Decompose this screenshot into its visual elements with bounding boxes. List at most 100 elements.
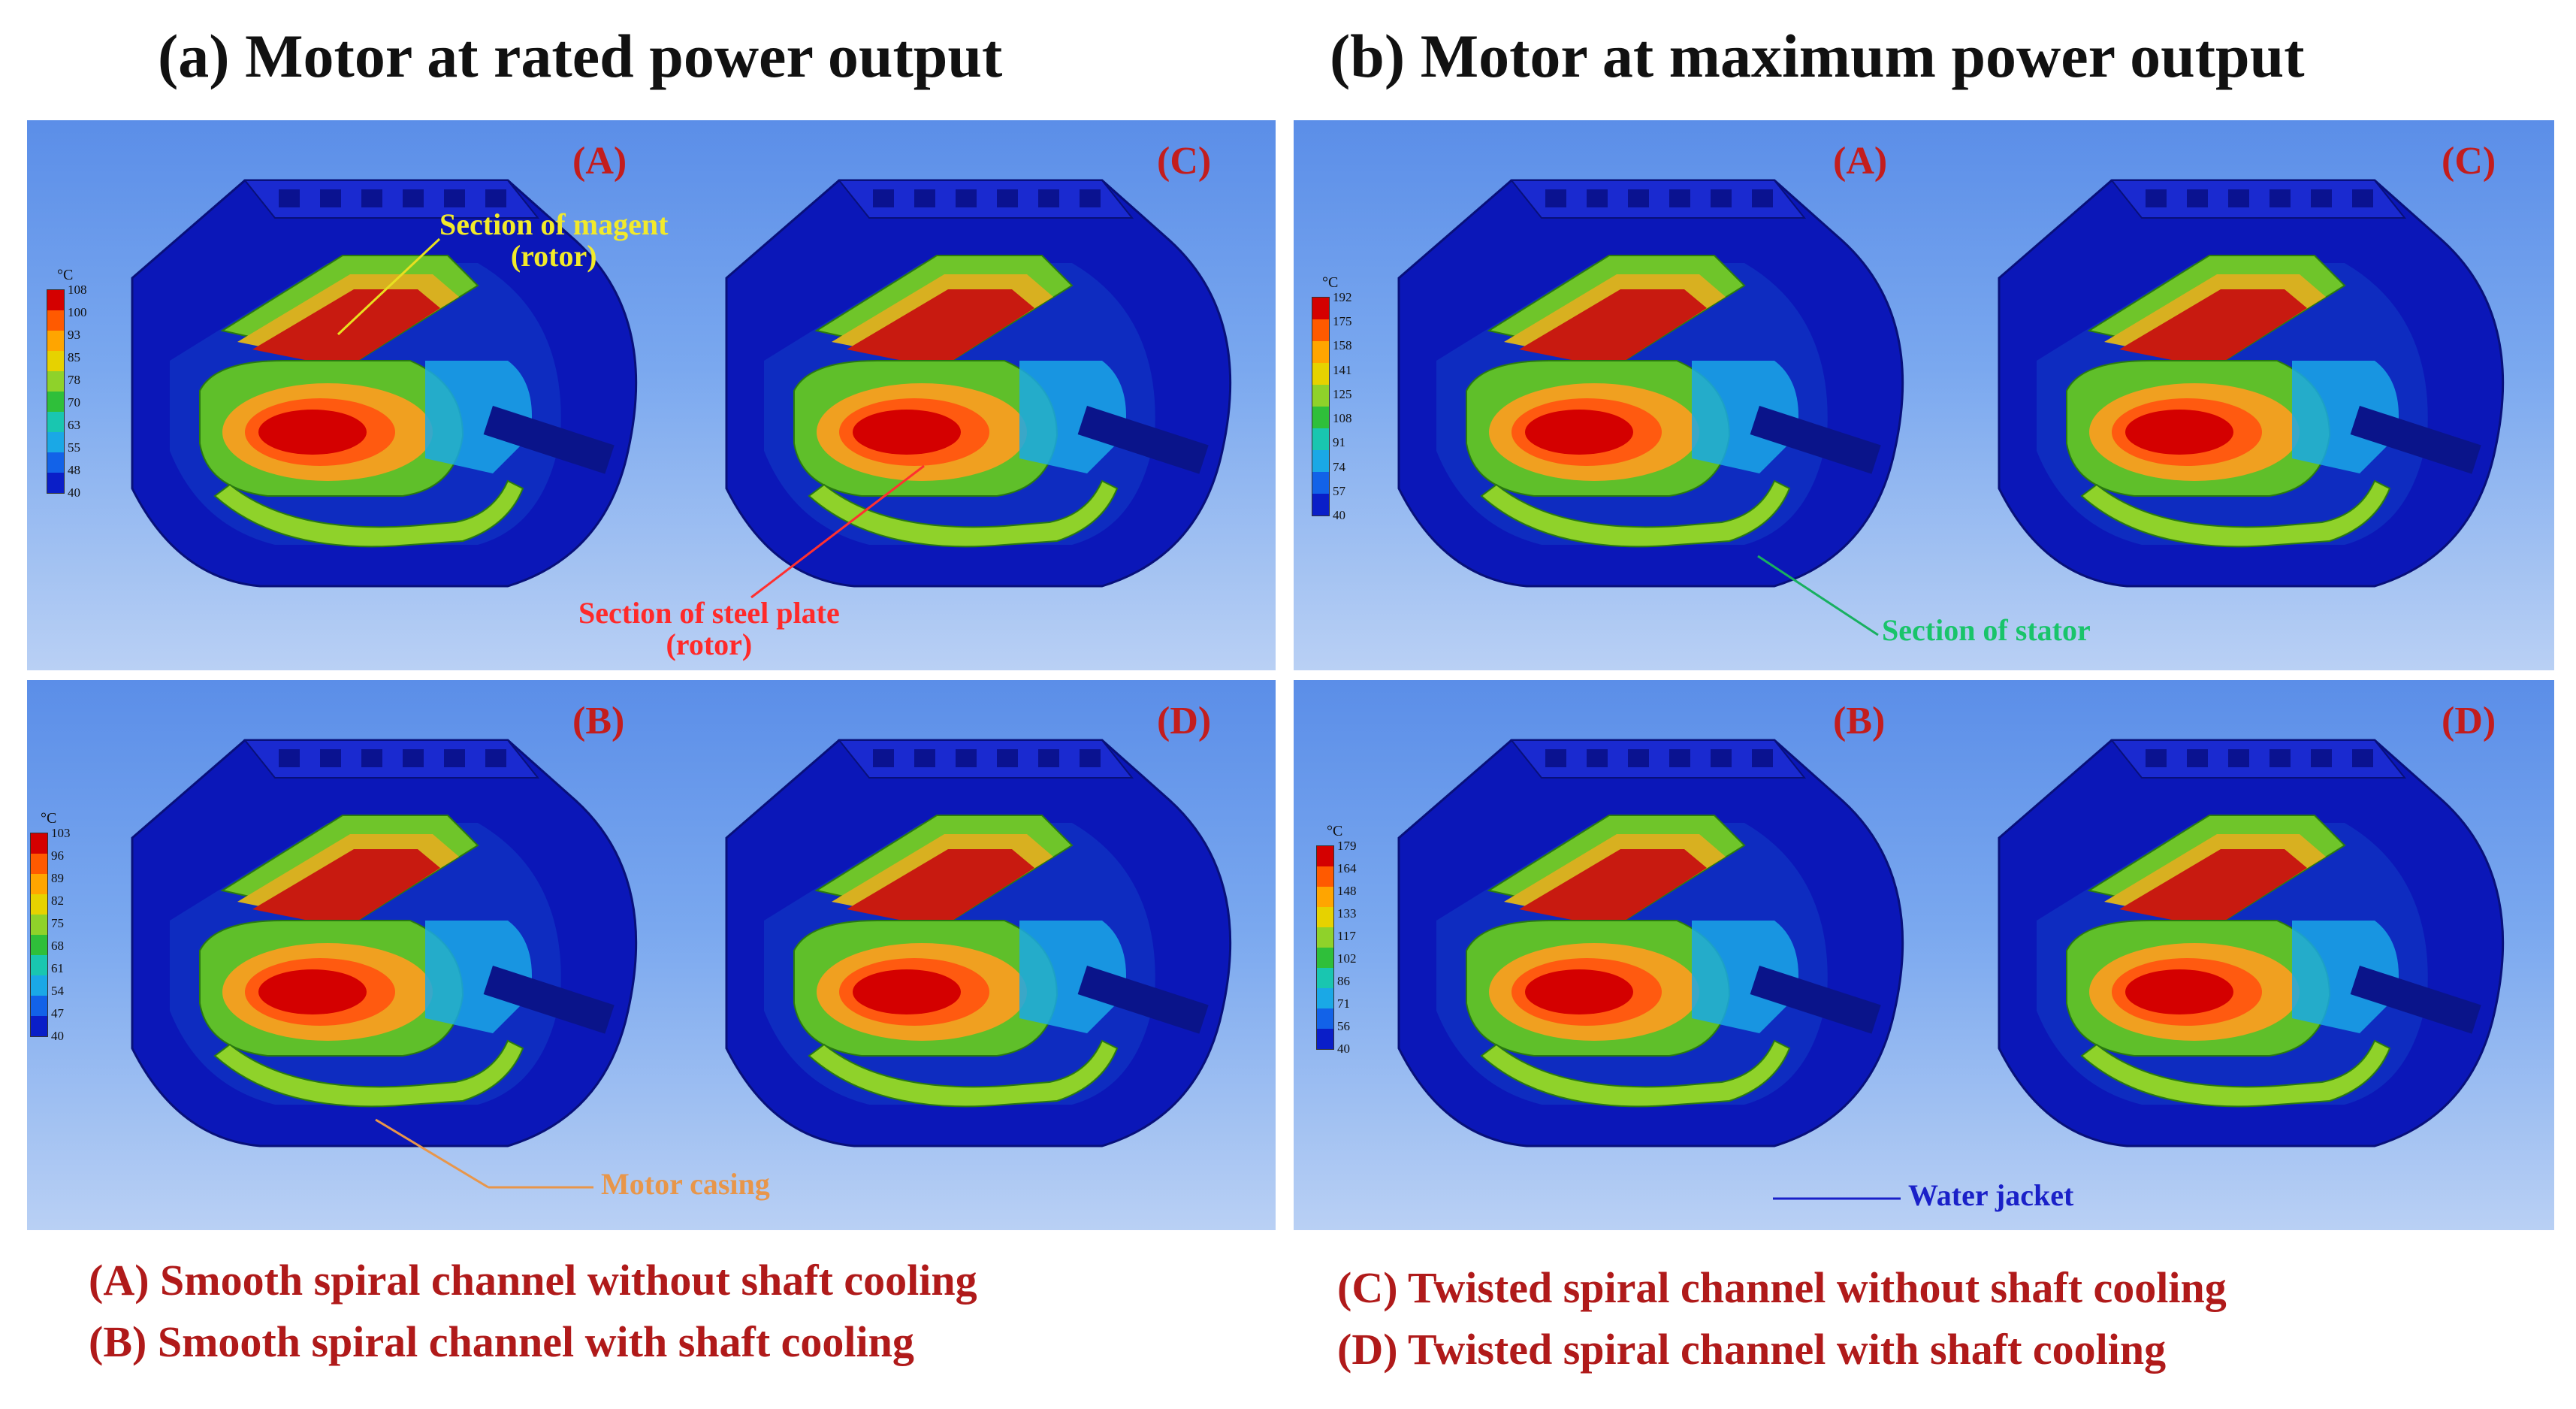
spiral-channel-slot [1628, 749, 1649, 767]
legend-swatch [1317, 948, 1333, 968]
stator-outer-arc [213, 1039, 524, 1108]
legend-swatch [31, 915, 47, 935]
legend-tick-label: 89 [51, 871, 64, 885]
spiral-channel-slot [1587, 749, 1608, 767]
motor-render-max-A [1397, 179, 2505, 588]
legend-swatch [47, 392, 64, 412]
spiral-channel-slot [1669, 189, 1690, 207]
legend-tick-label: 175 [1333, 314, 1352, 329]
legend-swatch [1312, 428, 1329, 450]
motor-cutaway [131, 739, 638, 1147]
spiral-channel-slot [2146, 189, 2167, 207]
legend-swatch [1312, 407, 1329, 428]
legend-swatch [47, 331, 64, 351]
motor-cutaway [725, 179, 1232, 588]
title-rated-power: (a) Motor at rated power output [158, 22, 1003, 90]
legend-tick-label: 82 [51, 893, 64, 908]
spiral-channel-slot [361, 749, 382, 767]
shaft [2350, 406, 2481, 474]
legend-tick-label: 61 [51, 961, 64, 975]
legend-tick-label: 74 [1333, 459, 1345, 474]
legend-tick-label: 108 [68, 283, 87, 297]
legend-tick-label: 63 [68, 418, 80, 432]
legend-swatch [1312, 494, 1329, 516]
legend-tick-label: 78 [68, 373, 80, 387]
motor-render-rated-B [131, 739, 1232, 1147]
magnet-section [1519, 289, 1707, 368]
legend-tick-label: 54 [51, 984, 64, 998]
legend-swatch [31, 996, 47, 1016]
legend-swatch [1312, 472, 1329, 494]
spiral-channel-slot [361, 189, 382, 207]
spiral-channel-slot [485, 749, 506, 767]
legend-tick-label: 158 [1333, 338, 1352, 353]
legend-unit: °C [57, 267, 74, 283]
legend-swatch [31, 874, 47, 894]
legend-tick-label: 93 [68, 328, 80, 342]
legend-tick-label: 108 [1333, 411, 1352, 426]
caption-D: (D) Twisted spiral channel with shaft co… [1337, 1325, 2167, 1374]
spiral-channel-slot [1038, 189, 1059, 207]
spiral-channel-slot [2228, 189, 2249, 207]
legend-swatch [31, 935, 47, 955]
spiral-channel-slot [873, 749, 894, 767]
stator-outer-arc [213, 479, 524, 548]
end-winding [425, 921, 532, 1033]
steel-plate-section [853, 969, 961, 1014]
legend-swatch [47, 452, 64, 473]
spiral-channel-slot [2228, 749, 2249, 767]
legend-tick-label: 125 [1333, 386, 1352, 401]
magnet-section [847, 289, 1034, 368]
end-winding [2292, 921, 2399, 1033]
legend-swatch [47, 412, 64, 432]
legend-swatch [47, 290, 64, 310]
legend-swatch [31, 854, 47, 874]
legend-swatch [1312, 341, 1329, 363]
spiral-channel-slot [1752, 749, 1773, 767]
shaft [483, 406, 615, 474]
legend-tick-label: 47 [51, 1006, 64, 1020]
spiral-channel-slot [2269, 189, 2291, 207]
legend-tick-label: 70 [68, 395, 80, 410]
legend-unit: °C [1322, 274, 1339, 291]
legend-tick-label: 75 [51, 916, 64, 930]
legend-swatch [1317, 907, 1333, 927]
spiral-channel-slot [1038, 749, 1059, 767]
spiral-channel-slot [1711, 749, 1732, 767]
spiral-channel-slot [2352, 189, 2373, 207]
legend-swatch [1317, 887, 1333, 907]
legend-tick-label: 40 [1333, 508, 1345, 522]
magnet-section [847, 849, 1034, 928]
spiral-channel-slot [2146, 749, 2167, 767]
legend-unit: °C [1327, 823, 1343, 839]
end-winding [1019, 361, 1126, 473]
legend-swatch [1312, 298, 1329, 319]
label-rated-C: (C) [1157, 140, 1212, 183]
callout-magnet-sub: (rotor) [510, 239, 597, 273]
legend-tick-label: 96 [51, 848, 64, 863]
legend-tick-label: 40 [68, 485, 80, 500]
legend-tick-label: 103 [51, 826, 71, 840]
callout-steel-text: Section of steel plate [578, 596, 840, 630]
legend-color-bar [1316, 845, 1334, 1050]
motor-render-max-B [1397, 739, 2505, 1147]
legend-swatch [47, 473, 64, 493]
shaft [483, 966, 615, 1034]
shaft [1077, 966, 1209, 1034]
legend-swatch [47, 371, 64, 392]
legend-swatch [1317, 988, 1333, 1008]
spiral-channel-slot [873, 189, 894, 207]
shaft [1750, 966, 1881, 1034]
spiral-channel-slot [2269, 749, 2291, 767]
legend-color-bar [1312, 297, 1330, 516]
legend-tick-label: 179 [1337, 839, 1357, 853]
legend-swatch [47, 351, 64, 371]
legend-swatch [31, 833, 47, 854]
legend-tick-label: 85 [68, 350, 80, 364]
spiral-channel-slot [997, 749, 1018, 767]
legend-tick-label: 55 [68, 440, 80, 455]
spiral-channel-slot [2352, 749, 2373, 767]
spiral-channel-slot [1587, 189, 1608, 207]
spiral-channel-slot [320, 189, 341, 207]
legend-swatch [1317, 866, 1333, 887]
